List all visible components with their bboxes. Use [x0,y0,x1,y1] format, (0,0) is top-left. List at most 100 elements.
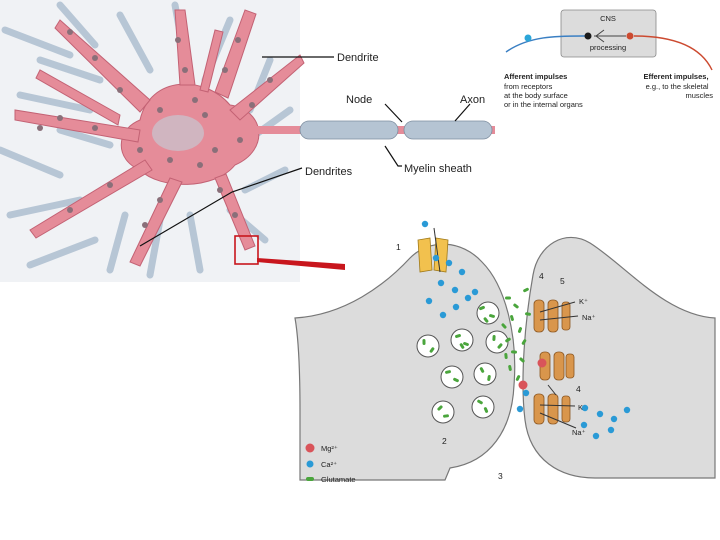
glutamate-molecule [517,327,523,333]
legend-mg-label: Mg²⁺ [321,444,338,453]
calcium-ion [458,268,466,276]
glutamate-molecule [510,315,514,321]
glutamate-molecule [489,314,495,318]
afferent-pathway [505,35,589,53]
glutamate-molecule [505,337,511,343]
label-myelin-sheath: Myelin sheath [404,163,472,175]
glutamate-molecule [479,305,485,311]
postsynaptic-membrane [522,237,716,479]
glutamate-molecule [453,377,459,383]
glutamate-molecule [429,347,435,353]
glutamate-molecule [515,375,521,381]
afferent-terminal [584,32,592,40]
legend-glutamate-marker [306,477,314,481]
synapse-diagram [294,227,716,481]
glutamate-molecules [422,287,531,418]
calcium-ion [596,410,604,418]
ion-flow-arrows [539,301,579,429]
glutamate-molecule [483,317,489,323]
glutamate-molecule [422,339,426,345]
calcium-ion [451,286,459,294]
zoom-connector [257,258,345,270]
magnesium-ion [537,358,547,368]
efferent-neuron-dot [626,32,634,40]
glutamate-molecule [511,350,517,354]
label-node: Node [346,94,372,106]
ca-influx-arrow [433,227,441,273]
glutamate-molecule [443,414,449,418]
efferent-caption: Efferent impulses, e.g., to the skeletal… [644,66,714,100]
calcium-ion [592,432,600,440]
legend-ca-marker [306,460,314,468]
receptor-dot [524,34,532,42]
glutamate-molecule [463,341,469,347]
glutamate-molecule [445,370,451,374]
cns-schematic: CNS processing Afferent impulses from re… [504,9,714,109]
calcium-ion [581,404,589,412]
calcium-ion [421,220,429,228]
synaptic-knobs [37,29,273,228]
afferent-caption: Afferent impulses from receptors at the … [504,66,583,109]
calcium-ion [607,426,615,434]
synapse-legend: Mg²⁺ Ca²⁺ Glutamate [305,443,356,484]
calcium-ion [580,421,588,429]
label-dendrite: Dendrite [337,52,379,64]
presynaptic-terminal [294,243,516,481]
calcium-ion [623,406,631,414]
legend-glutamate-label: Glutamate [321,475,356,484]
synapse-number-1: 1 [396,242,401,252]
synapse-number-4b: 4 [576,384,581,394]
cell-nucleus [152,115,204,151]
glutamate-molecule [492,335,496,341]
calcium-ion [445,259,453,267]
label-axon: Axon [460,94,485,106]
cns-box [560,9,657,58]
glutamate-molecule [523,287,529,293]
glutamate-molecule [459,343,465,349]
legend-mg-marker [305,443,315,453]
synapse-number-4a: 4 [539,271,544,281]
calcium-ion [516,405,524,413]
legend-ca-label: Ca²⁺ [321,460,337,469]
calcium-ion [610,415,618,423]
glutamate-molecule [501,323,507,329]
calcium-ions [421,220,631,440]
label-dendrites: Dendrites [305,166,353,178]
calcium-ion [471,288,479,296]
axon [235,120,495,140]
calcium-ion [437,279,445,287]
efferent-pathway [633,35,713,71]
glutamate-molecule [487,375,491,381]
ion-label-na-lower: Na⁺ [572,428,586,437]
neuron-illustration [0,0,495,282]
glutamate-molecule [437,405,443,411]
neuron-leader-lines [139,56,471,247]
glutamate-molecule [483,407,489,413]
cns-title: CNS [600,14,616,23]
magnesium-ion [518,380,528,390]
neuron-cell [14,9,305,267]
glutamate-molecule [519,357,525,363]
glutamate-molecule [479,367,485,373]
glutamate-molecule [477,399,483,405]
glutamate-molecule [513,303,519,309]
calcium-ion [432,254,440,262]
highlight-box [234,235,259,265]
synapse-number-3: 3 [498,471,503,481]
calcium-ion [425,297,433,305]
calcium-ion [439,311,447,319]
nmda-receptor-lower [533,393,571,425]
glutamate-molecule [455,334,461,338]
synapse-number-2: 2 [442,436,447,446]
nmda-receptor [533,299,571,333]
calcium-ion [452,303,460,311]
ion-label-k-upper: K⁺ [579,297,588,306]
calcium-ion [464,294,472,302]
glutamate-molecule [497,343,503,349]
synapse-number-5: 5 [560,276,565,286]
glutamate-molecule [525,312,531,316]
glutamate-molecule [508,365,512,371]
ion-label-na-upper: Na⁺ [582,313,596,322]
magnesium-ions [518,358,547,390]
